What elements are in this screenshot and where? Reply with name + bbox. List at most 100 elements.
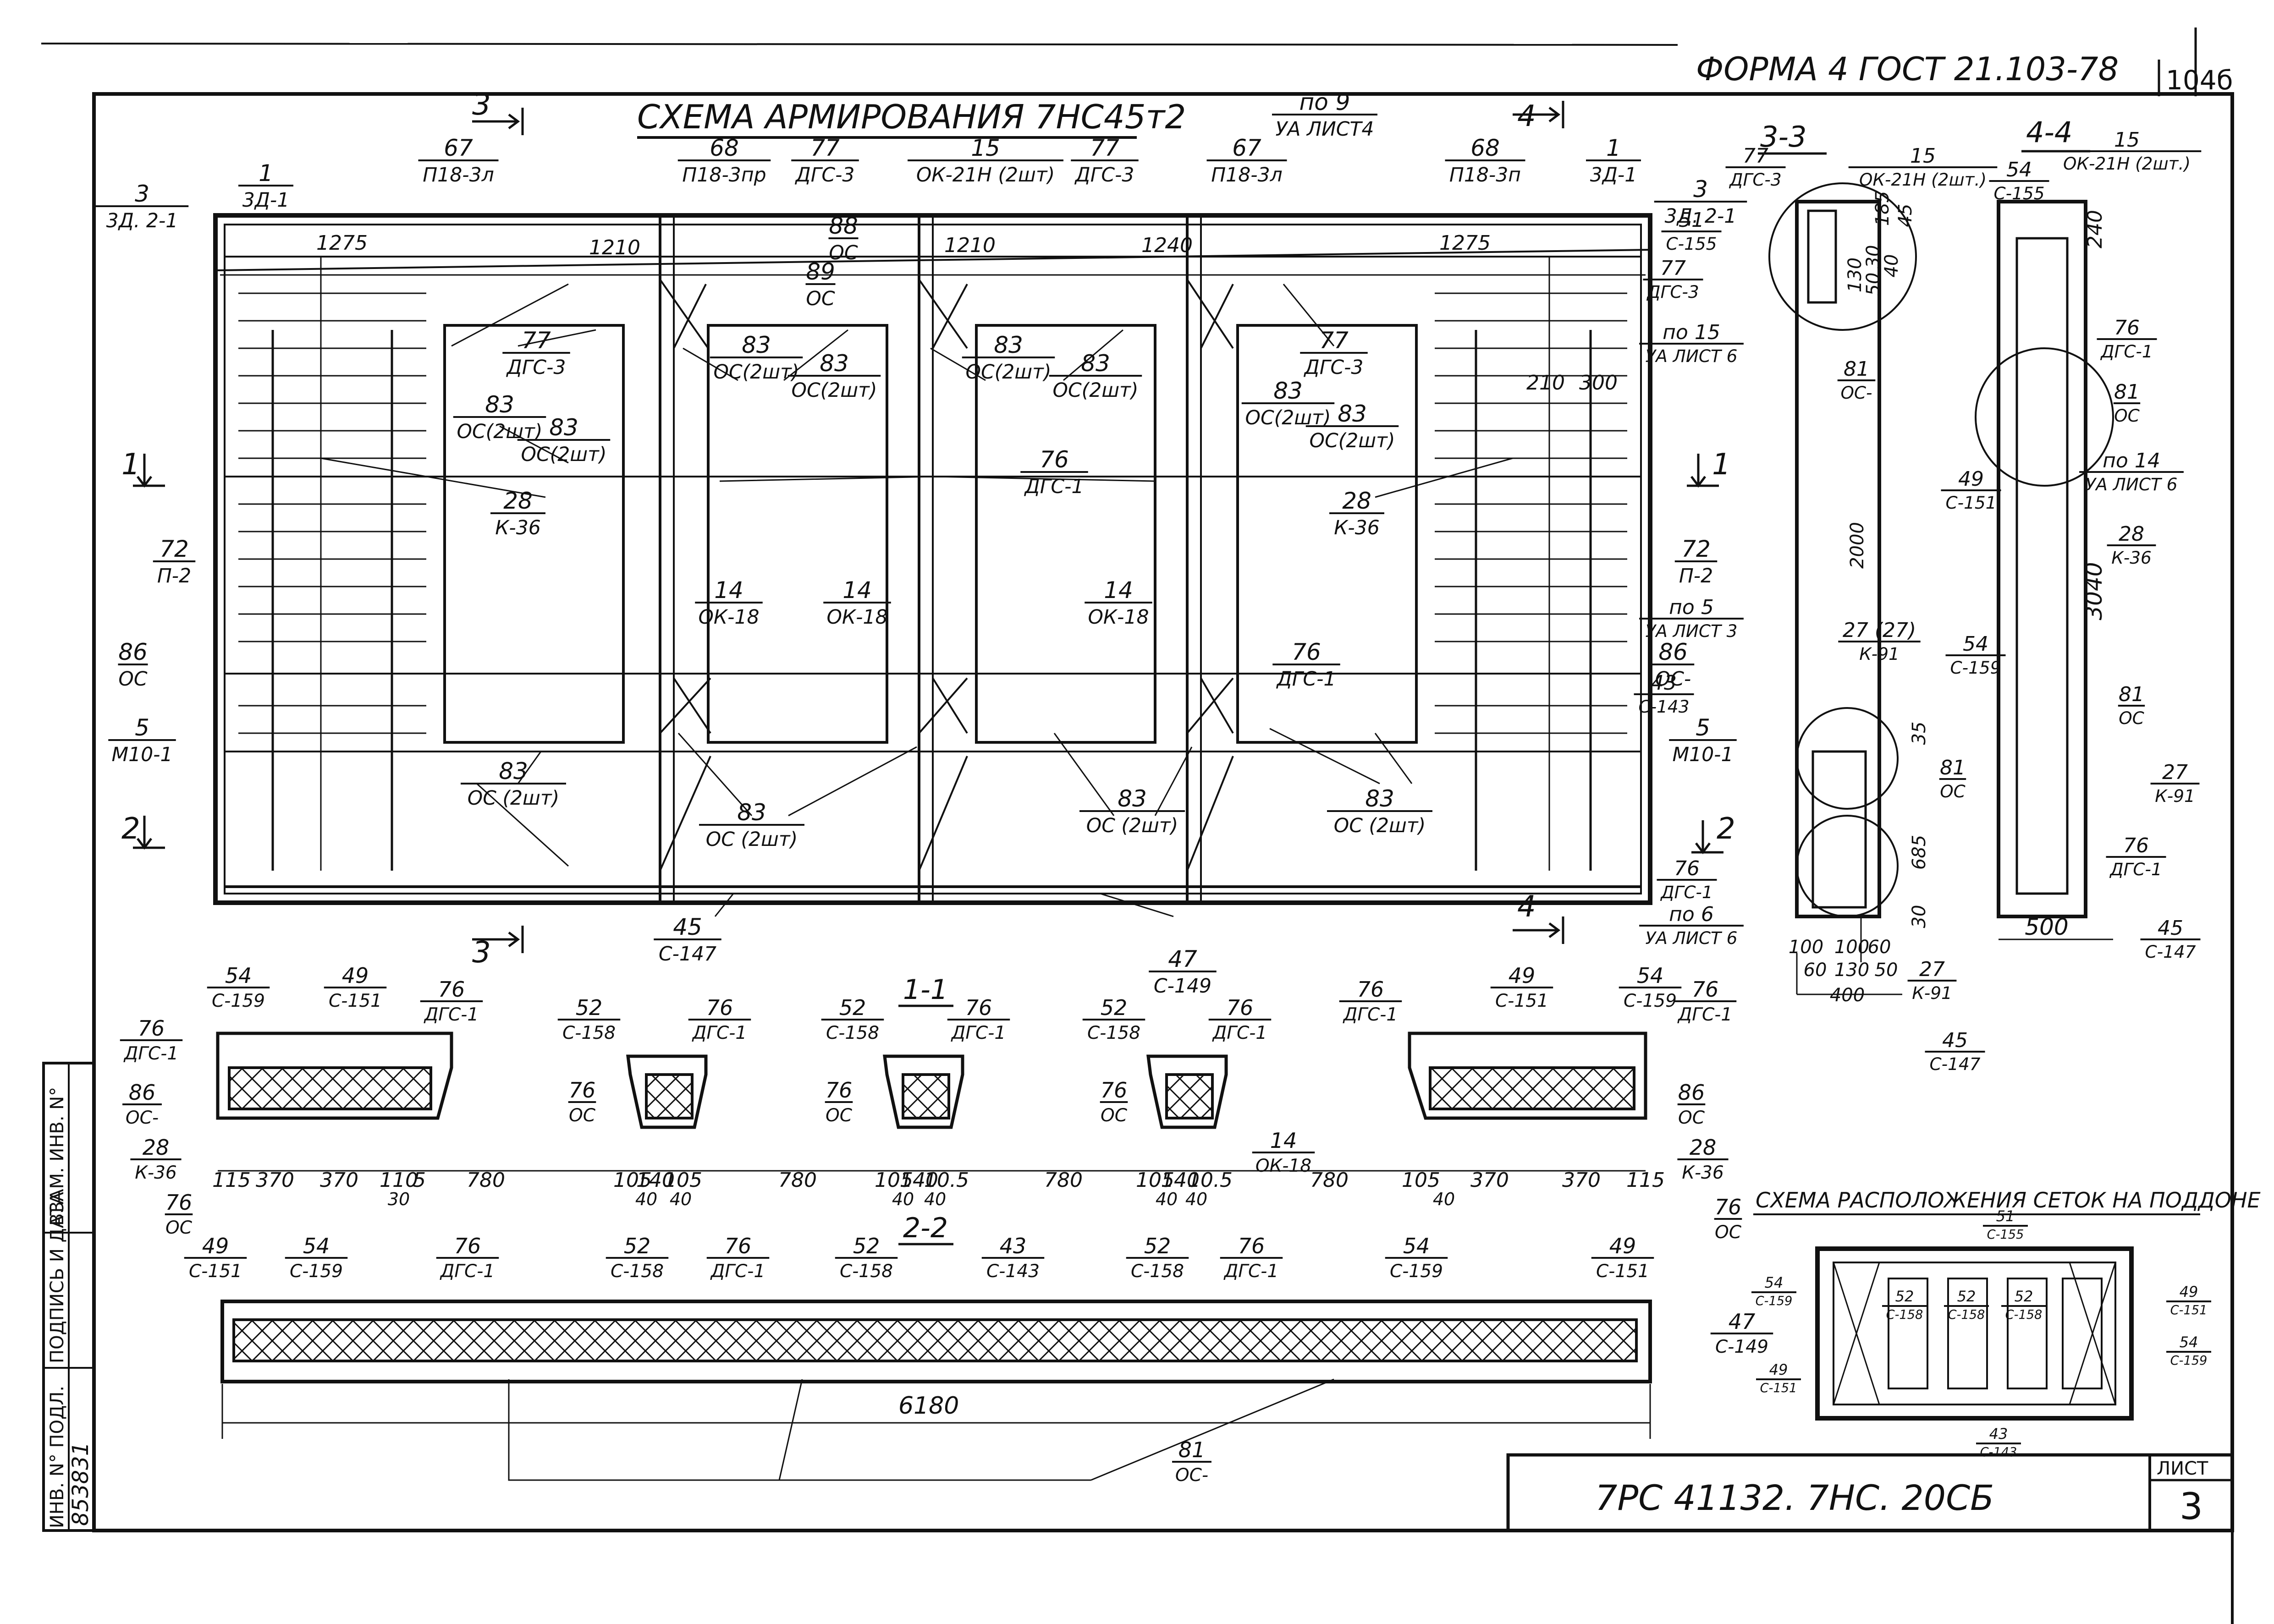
mesh-scheme-title: СХЕМА РАСПОЛОЖЕНИЯ СЕТОК НА ПОДДОНЕ bbox=[1756, 1188, 2261, 1213]
sheet-corner: 104б bbox=[2166, 65, 2233, 96]
dim-s33-h60a: 60 bbox=[1804, 960, 1827, 981]
s22-callout-code: С-159 bbox=[1390, 1261, 1443, 1282]
main-callout-code: ОС- bbox=[1655, 668, 1691, 691]
dim-s11-19: 370 bbox=[1470, 1169, 1509, 1192]
main-callout-number: 47 bbox=[1168, 946, 1197, 972]
main-callout-number: 83 bbox=[549, 414, 578, 441]
window-opening-3 bbox=[975, 324, 1156, 744]
main-callout: 13Д-1 bbox=[238, 160, 293, 212]
s44-callout-code: С-159 bbox=[1950, 658, 2001, 678]
s33-callout-code: ОС bbox=[1940, 781, 1966, 801]
dim-s33-h60b: 60 bbox=[1868, 937, 1891, 958]
mesh-callout-number: 52 bbox=[2015, 1288, 2033, 1305]
main-callout-number: 67 bbox=[444, 135, 473, 161]
main-callout-number: 86 bbox=[118, 639, 148, 665]
dim-s33-v685: 685 bbox=[1909, 835, 1930, 870]
s44-callout-code: ОС bbox=[2119, 708, 2144, 728]
main-callout-number: 45 bbox=[673, 914, 702, 940]
mesh-callout: 49С-151 bbox=[1756, 1361, 1801, 1395]
mesh-callout-number: 54 bbox=[2180, 1333, 2198, 1351]
dim-s11-8: 105 bbox=[664, 1169, 702, 1192]
section-cuts: 3 3 4 4 1 1 2 2 bbox=[121, 88, 1735, 970]
main-callout-number: 72 bbox=[1681, 536, 1711, 562]
s11-callout-number: 49 bbox=[1509, 963, 1536, 988]
s22-callout-code: С-151 bbox=[189, 1261, 242, 1282]
mesh-callout-number: 52 bbox=[1895, 1288, 1914, 1305]
main-callout: 45С-147 bbox=[654, 914, 721, 966]
s22-callout-code: С-149 bbox=[1715, 1337, 1768, 1357]
dim-s44-240: 240 bbox=[2083, 210, 2107, 248]
s11-callout-number: 76 bbox=[165, 1190, 193, 1215]
dim-s11-11: 140 bbox=[900, 1169, 938, 1192]
s33-callout-code: УА ЛИСТ 6 bbox=[1646, 346, 1738, 366]
s44-callout-number: 81 bbox=[2119, 683, 2144, 706]
s33-callout: 27К-91 bbox=[1907, 958, 1957, 1003]
s22-callout: 54С-159 bbox=[1385, 1234, 1448, 1282]
main-callout-number: 83 bbox=[1273, 378, 1303, 404]
main-callout-code: П18-3пр bbox=[682, 164, 766, 187]
dim-s11-18: 105 bbox=[1402, 1169, 1440, 1192]
s22-callout-number: 47 bbox=[1729, 1309, 1756, 1334]
main-callout-number: 86 bbox=[1658, 639, 1688, 665]
dim-s33-v30: 30 bbox=[1863, 245, 1884, 269]
s33-callout-number: 51 bbox=[1679, 208, 1704, 232]
main-callout-code: С-147 bbox=[659, 943, 716, 966]
cut-2-left: 2 bbox=[121, 812, 140, 846]
s22-callout: 47С-149 bbox=[1710, 1309, 1773, 1357]
main-callout-number: 83 bbox=[737, 799, 766, 826]
main-dimensions: 1275 1210 1210 1240 1275 210 300 bbox=[316, 231, 1618, 395]
s33-callout-code: К-91 bbox=[1859, 644, 1900, 664]
s11-callout-number: 54 bbox=[225, 963, 252, 988]
s11-callout-number: 86 bbox=[129, 1080, 156, 1105]
dim-s11-7: 140 bbox=[636, 1169, 675, 1192]
s22-callout-number: 81 bbox=[1178, 1437, 1206, 1462]
dim-s11-25: 40 bbox=[892, 1189, 914, 1209]
s11-callout-code: ДГС-1 bbox=[1677, 1004, 1733, 1025]
s33-callout-number: 81 bbox=[1940, 756, 1966, 779]
cut-3-bottom: 3 bbox=[472, 936, 491, 970]
s44-callout-number: 76 bbox=[2123, 834, 2149, 857]
s44-callout-number: 76 bbox=[2114, 316, 2140, 340]
s33-callout-code: ДГС-3 bbox=[1729, 170, 1781, 190]
main-callout-number: 76 bbox=[1292, 639, 1321, 665]
main-callout-number: 68 bbox=[710, 135, 739, 161]
s44-callout-number: 45 bbox=[2158, 916, 2183, 940]
stamp-inv-podl: ИНВ. N° ПОДЛ. bbox=[47, 1386, 68, 1528]
dim-s11-23: 40 bbox=[635, 1189, 657, 1209]
s44-callout: 49С-151 bbox=[1941, 467, 2001, 513]
s11-callout: 52С-158 bbox=[557, 995, 621, 1043]
s22-callout: 49С-151 bbox=[184, 1234, 247, 1282]
s11-callout-code: ДГС-1 bbox=[123, 1043, 179, 1064]
cut-3-top: 3 bbox=[472, 88, 491, 122]
s11-callout-number: 28 bbox=[1690, 1135, 1717, 1160]
main-callout-code: К-36 bbox=[495, 517, 541, 539]
mesh-callout: 52С-158 bbox=[1944, 1288, 1989, 1322]
main-callout-number: 5 bbox=[135, 714, 149, 741]
s33-callout-code: УА ЛИСТ 6 bbox=[1646, 928, 1738, 948]
main-callout-number: 77 bbox=[810, 135, 840, 161]
s33-callout: по 5УА ЛИСТ 3 bbox=[1639, 596, 1744, 641]
s11-callout-code: С-158 bbox=[826, 1023, 879, 1043]
mesh-callout-code: С-155 bbox=[1987, 1228, 2024, 1242]
main-callout-code: П-2 bbox=[157, 565, 191, 587]
mesh-callout-number: 49 bbox=[2180, 1283, 2198, 1300]
s11-callout: 52С-158 bbox=[1082, 995, 1145, 1043]
s22-callout: 52С-158 bbox=[606, 1234, 669, 1282]
main-callout-code: ОС(2шт) bbox=[792, 379, 877, 402]
main-callout-number: 83 bbox=[1365, 785, 1394, 812]
dim-s11-3: 110 bbox=[380, 1169, 418, 1192]
